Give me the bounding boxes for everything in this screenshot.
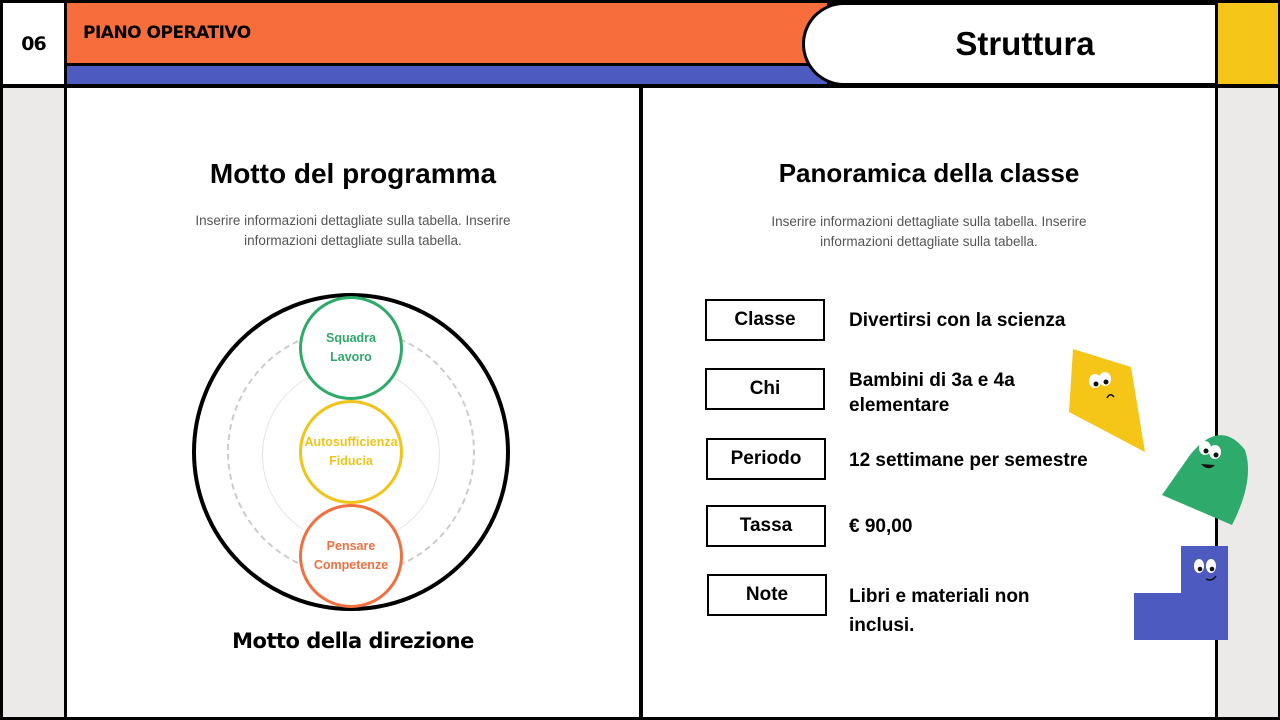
yellow-kite-character-icon: [1069, 349, 1145, 452]
section-banner: PIANO OPERATIVO: [67, 3, 827, 63]
circle-text: Fiducia: [329, 454, 373, 468]
value-periodo: 12 settimane per semestre: [849, 450, 1088, 471]
blue-block-character-icon: [1134, 546, 1228, 640]
label-tassa: Tassa: [706, 505, 826, 547]
slide-number: 06: [3, 3, 64, 84]
label-periodo: Periodo: [706, 438, 826, 480]
label-note: Note: [707, 574, 827, 616]
section-title: PIANO OPERATIVO: [83, 23, 251, 43]
motto-caption: Motto della direzione: [232, 629, 474, 653]
label-classe: Classe: [705, 299, 825, 341]
circle-text: Competenze: [313, 558, 389, 572]
yellow-corner: [1218, 3, 1278, 84]
circle-text: Pensare: [326, 539, 376, 553]
label-chi: Chi: [705, 368, 825, 410]
motto-title: Motto del programma: [209, 158, 497, 189]
character-mascots: [1069, 349, 1249, 640]
value-chi: Bambini di 3a e 4a elementare: [849, 370, 1015, 416]
overview-description: Inserire informazioni dettagliate sulla …: [771, 214, 1087, 249]
blue-stripe: [67, 66, 827, 84]
circle-text: Lavoro: [330, 350, 372, 364]
value-tassa: € 90,00: [849, 516, 913, 537]
circle-text: Squadra: [325, 331, 376, 345]
overview-title: Panoramica della classe: [778, 158, 1080, 188]
left-margin: [3, 88, 64, 717]
value-note: Libri e materiali non inclusi.: [849, 586, 1030, 636]
motto-description: Inserire informazioni dettagliate sulla …: [195, 213, 511, 248]
green-ghost-character-icon: [1162, 435, 1249, 525]
value-classe: Divertirsi con la scienza: [849, 310, 1066, 331]
circle-text: Autosufficienza: [304, 435, 398, 449]
motto-panel: Motto del programma Inserire informazion…: [67, 88, 639, 717]
page-title: Struttura: [802, 2, 1215, 86]
